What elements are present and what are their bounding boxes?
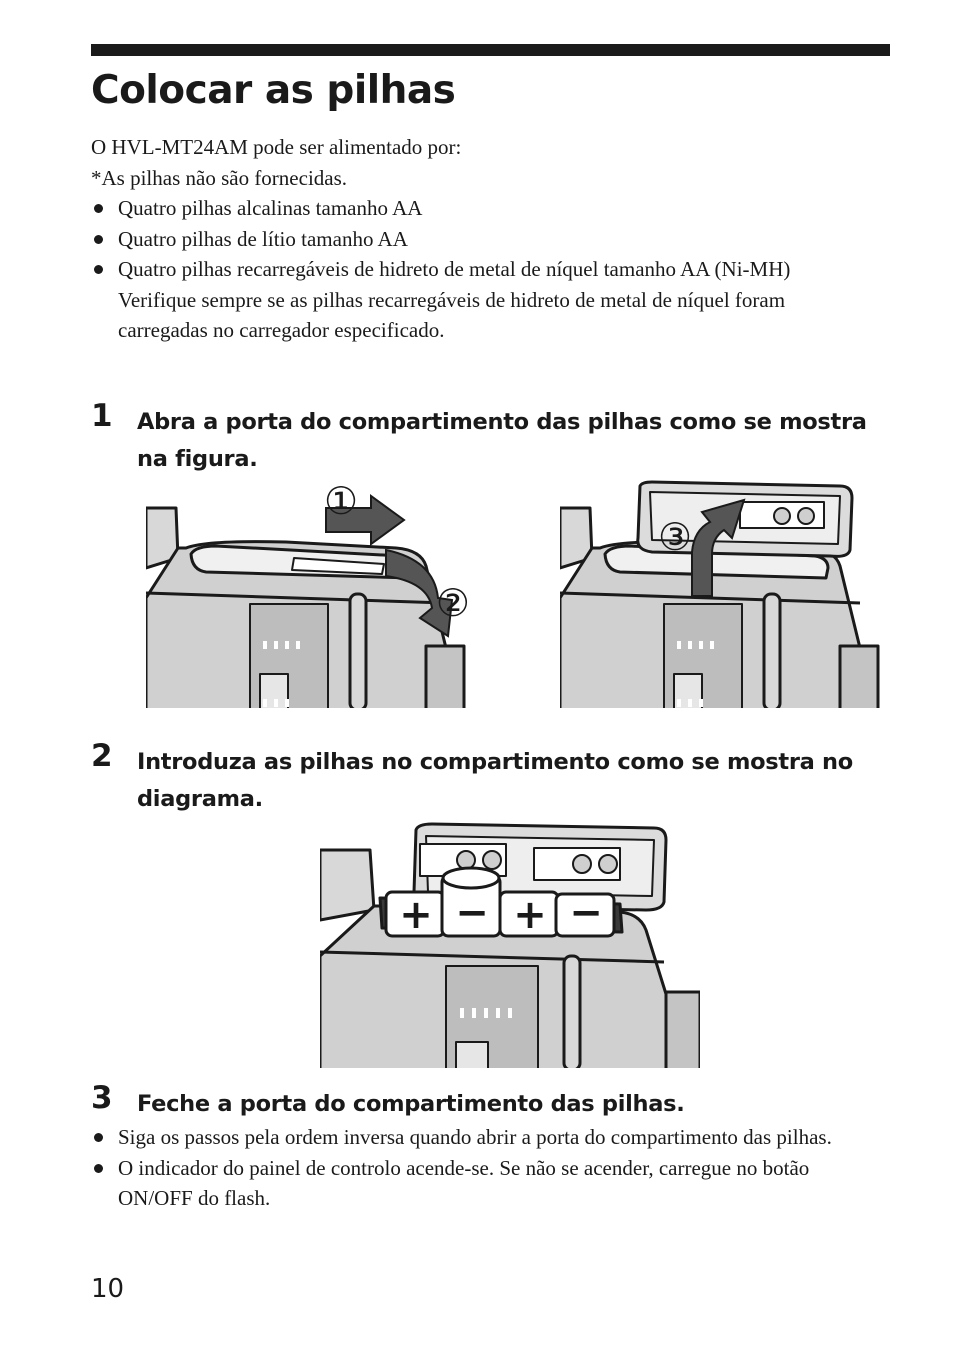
list-item: O indicador do painel de controlo acende…	[91, 1153, 870, 1214]
bullet-icon	[94, 234, 103, 244]
step-marker-2: ②	[436, 581, 470, 625]
battery-minus-sign: −	[569, 890, 603, 936]
step-marker-1: ①	[324, 479, 358, 523]
battery-minus-sign: −	[455, 890, 489, 936]
step-marker-3: ③	[658, 515, 692, 559]
intro-line-1: O HVL-MT24AM pode ser alimentado por:	[91, 135, 462, 159]
list-item: Siga os passos pela ordem inversa quando…	[91, 1122, 870, 1153]
intro-section: O HVL-MT24AM pode ser alimentado por: *A…	[91, 132, 891, 346]
list-item: Quatro pilhas recarregáveis de hidreto d…	[91, 254, 844, 285]
battery-plus-sign: +	[399, 892, 433, 938]
step-number: 3	[91, 1080, 113, 1116]
figure-open-door-lift: ③	[560, 480, 880, 708]
step-number: 2	[91, 738, 113, 774]
battery-plus-sign: +	[513, 892, 547, 938]
page-number: 10	[91, 1274, 125, 1304]
page-title: Colocar as pilhas	[91, 68, 456, 113]
step-number: 1	[91, 398, 113, 434]
bullet-icon	[94, 1163, 103, 1173]
figure-insert-batteries: + − + −	[320, 822, 700, 1068]
intro-line-2: *As pilhas não são fornecidas.	[91, 165, 348, 190]
list-item: Quatro pilhas de lítio tamanho AA	[91, 224, 891, 255]
top-rule	[91, 44, 890, 56]
nimh-note: Verifique sempre se as pilhas recarregáv…	[118, 287, 786, 343]
bullet-icon	[94, 1133, 103, 1142]
battery-type-list: Quatro pilhas alcalinas tamanho AA Quatr…	[91, 193, 891, 285]
bullet-icon	[94, 265, 103, 274]
bullet-icon	[94, 204, 103, 213]
step-instruction: Abra a porta do compartimento das pilhas…	[137, 409, 867, 472]
step-3-notes: Siga os passos pela ordem inversa quando…	[91, 1122, 881, 1214]
step-instruction: Feche a porta do compartimento das pilha…	[137, 1091, 685, 1117]
list-item: Quatro pilhas alcalinas tamanho AA	[91, 193, 891, 224]
step-instruction: Introduza as pilhas no compartimento com…	[137, 749, 853, 812]
figure-open-door-slide: ① ②	[146, 479, 470, 708]
